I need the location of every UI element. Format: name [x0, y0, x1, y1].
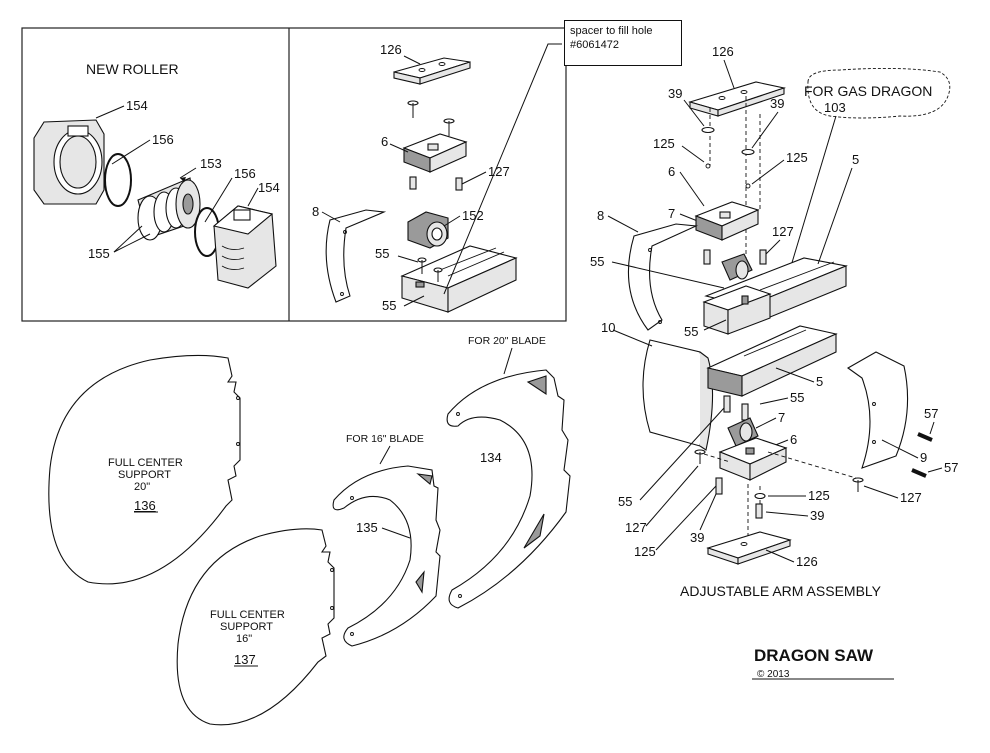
roller-housing-right [212, 205, 277, 289]
part-55-c: 55 [590, 254, 604, 269]
part-39-c: 39 [810, 508, 824, 523]
base-block-55-right [702, 285, 772, 335]
part-5-a: 5 [852, 152, 859, 167]
adjustable-arm-title: ADJUSTABLE ARM ASSEMBLY [680, 583, 882, 599]
support20-line2: SUPPORT [118, 469, 171, 481]
part-135: 135 [356, 520, 378, 535]
support-16-plate [176, 528, 335, 726]
part-6-b: 6 [668, 164, 675, 179]
support16-line3: 16" [236, 633, 252, 645]
plate-126-right-top [688, 81, 787, 117]
for-16-blade-label: FOR 16" BLADE [346, 433, 424, 445]
copyright-text: © 2013 [757, 669, 790, 680]
roller-shaft [137, 177, 201, 241]
bearing-lower-arm [727, 417, 759, 447]
part-154-b: 154 [258, 180, 280, 195]
part-126-b: 126 [712, 44, 734, 59]
o-ring-left [104, 153, 132, 207]
for-gas-dragon-label: FOR GAS DRAGON [804, 83, 932, 99]
support20-line3: 20" [134, 481, 150, 493]
part-55-d: 55 [684, 324, 698, 339]
block-6-right [694, 201, 760, 241]
part-134: 134 [480, 450, 502, 465]
screws-127-lower [694, 449, 864, 519]
screws-57 [911, 432, 933, 478]
part-8-b: 8 [597, 208, 604, 223]
support20-line1: FULL CENTER [108, 457, 183, 469]
screws-top-mount [407, 100, 463, 191]
washers-top-arm [701, 126, 755, 189]
for-20-blade-label: FOR 20" BLADE [468, 335, 546, 347]
screws-lower-rail [723, 395, 749, 421]
part-125-b: 125 [786, 150, 808, 165]
part-156-b: 156 [234, 166, 256, 181]
roller-frame [21, 27, 567, 322]
spacer-note-line1: spacer to fill hole [570, 25, 653, 37]
part-5-b: 5 [816, 374, 823, 389]
part-57-b: 57 [944, 460, 958, 475]
support-20-plate [48, 354, 241, 585]
screws-base [417, 257, 443, 282]
part-125-a: 125 [653, 136, 675, 151]
part-39-d: 39 [690, 530, 704, 545]
part-55-f: 55 [618, 494, 632, 509]
part-103: 103 [824, 100, 846, 115]
part-55-e: 55 [790, 390, 804, 405]
blade-plate-20 [446, 369, 571, 609]
part-6-c: 6 [790, 432, 797, 447]
part-127-b: 127 [772, 224, 794, 239]
blade-plate-16 [332, 465, 441, 647]
plate-126-bottom [706, 531, 792, 565]
part-153: 153 [200, 156, 222, 171]
part-9: 9 [920, 450, 927, 465]
support16-line1: FULL CENTER [210, 609, 285, 621]
part-57-a: 57 [924, 406, 938, 421]
new-roller-title: NEW ROLLER [86, 61, 179, 77]
part-39-a: 39 [668, 86, 682, 101]
roller-housing-left [33, 119, 105, 205]
part-152: 152 [462, 208, 484, 223]
part-8-a: 8 [312, 204, 319, 219]
block-6-lower [718, 437, 788, 481]
part-127-d: 127 [625, 520, 647, 535]
support16-line2: SUPPORT [220, 621, 273, 633]
bearing-upper-arm [703, 249, 767, 281]
part-55-a: 55 [375, 246, 389, 261]
part-127-c: 127 [900, 490, 922, 505]
part-127-a: 127 [488, 164, 510, 179]
arm-rail-5-lower [706, 325, 838, 397]
dragon-saw-title: DRAGON SAW [754, 646, 874, 665]
part-55-b: 55 [382, 298, 396, 313]
bearing-152 [407, 211, 449, 249]
part-126-c: 126 [796, 554, 818, 569]
gas-dragon-cloud [807, 67, 951, 119]
plate-126-top [393, 57, 471, 85]
part-154-a: 154 [126, 98, 148, 113]
part-125-c: 125 [808, 488, 830, 503]
part-7-b: 7 [778, 410, 785, 425]
part-39-b: 39 [770, 96, 784, 111]
block-6-left [402, 133, 468, 173]
part-136: 136 [134, 498, 156, 513]
base-block-55 [400, 245, 518, 313]
part-6-a: 6 [381, 134, 388, 149]
part-137: 137 [234, 652, 256, 667]
spacer-note-line2: #6061472 [570, 39, 619, 51]
part-126-a: 126 [380, 42, 402, 57]
note-pointer [443, 43, 562, 295]
part-10: 10 [601, 320, 615, 335]
part-125-d: 125 [634, 544, 656, 559]
blade-guard-10 [642, 339, 714, 451]
shield-8-right [627, 223, 699, 331]
arrow-153 [179, 167, 197, 179]
shield-8-left [325, 209, 387, 303]
part-155: 155 [88, 246, 110, 261]
part-156-a: 156 [152, 132, 174, 147]
spacer-note: spacer to fill hole #6061472 [564, 20, 682, 66]
shield-9 [846, 351, 909, 469]
part-7-a: 7 [668, 206, 675, 221]
